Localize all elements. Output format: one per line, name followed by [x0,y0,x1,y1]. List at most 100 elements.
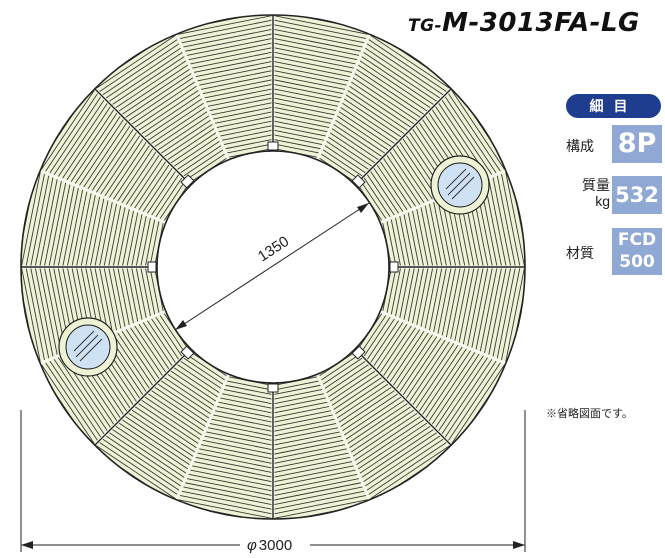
grating-slot [25,172,46,268]
grating-slot [272,431,342,446]
grating-slot [272,448,349,464]
grating-slot [143,395,204,437]
grating-slot [272,401,329,414]
grating-slot [462,266,480,346]
grating-slot [319,353,361,382]
grating-slot [428,202,443,268]
grating-slot [500,266,521,362]
grating-slot [272,414,335,428]
grating-slot [272,465,356,483]
grating-slot [146,392,206,433]
grating-slot [86,124,132,191]
title-prefix: TG- [408,16,443,36]
grating-slot [197,448,274,464]
mass-value: 532 [612,176,662,214]
grating-slot [437,266,452,336]
grating-slot [85,195,101,268]
grating-slot [48,181,67,268]
grating-slot [328,131,377,165]
grating-slot [135,214,147,268]
grating-slot [272,494,368,515]
material-value: FCD 500 [612,228,662,275]
panel-seam [94,348,192,446]
grating-slot [169,131,218,165]
grating-slot [444,359,498,439]
grating-slot [116,331,154,387]
grating-slot [129,326,164,378]
grating-slot [140,216,152,268]
grating-slot [272,92,340,108]
grating-slot [272,499,370,520]
grating-slot [57,184,75,268]
grating-slot [386,219,397,268]
grating-slot [362,51,439,103]
grating-slot [185,353,227,382]
grating-slot [108,203,122,268]
grating-slot [385,327,422,381]
grating-slot [149,266,160,315]
grating-slot [114,425,188,475]
grating-slot [363,46,442,100]
grating-slot [44,361,99,442]
grating-slot [112,143,151,201]
grating-slot [224,384,274,396]
grating-slot [272,384,322,396]
grating-slot [333,379,387,416]
grating-slot [166,127,216,161]
grating-slot [222,388,274,400]
composition-label: 構成 [566,138,594,154]
grating-slot [272,143,321,154]
grating-slot [141,320,174,368]
grating-slot [124,153,161,207]
grating-slot [272,42,359,61]
grating-slot [57,356,109,433]
grating-slot [127,76,195,122]
grating-slot [213,111,274,125]
grating-slot [185,152,227,181]
grating-slot [351,76,419,122]
grating-slot [411,341,455,407]
grating-slot [30,174,50,268]
grating-slot [272,129,326,141]
grating-slot [98,441,179,496]
grating-slot [445,266,461,339]
panel-seam [94,88,192,186]
grating-slot [272,477,361,497]
grating-slot [325,140,371,171]
grating-slot [325,363,371,394]
material-label: 材質 [566,245,594,261]
grating-slot [347,85,413,129]
grating-slot [120,329,158,384]
grating-slot [415,207,429,268]
grating-slot [69,111,119,184]
grating-slot [440,98,494,177]
grating-slot [185,37,274,57]
grating-slot [405,338,447,400]
grating-slot [101,438,181,492]
grating-slot [272,439,345,455]
grating-slot [187,473,274,492]
grating-slot [162,123,214,158]
grating-slot [71,189,88,268]
grating-slot [349,408,416,454]
grating-slot [323,144,367,174]
grating-slot [66,188,84,268]
grating-slot [218,125,274,137]
bolt-plate [267,141,279,151]
bolt-plate [267,383,279,393]
grating-slot [211,414,274,428]
grating-slot [190,51,274,69]
grating-slot [390,266,402,316]
grating-slot [395,333,434,391]
grating-slot [492,175,512,268]
grating-slot [34,175,54,268]
grating-slot [34,266,54,359]
grating-slot [146,319,177,365]
grating-slot [133,324,167,374]
grating-slot [359,313,388,355]
grating-slot [367,441,448,496]
grating-slot [332,123,384,158]
grating-slot [272,88,342,103]
grating-slot [133,405,199,449]
